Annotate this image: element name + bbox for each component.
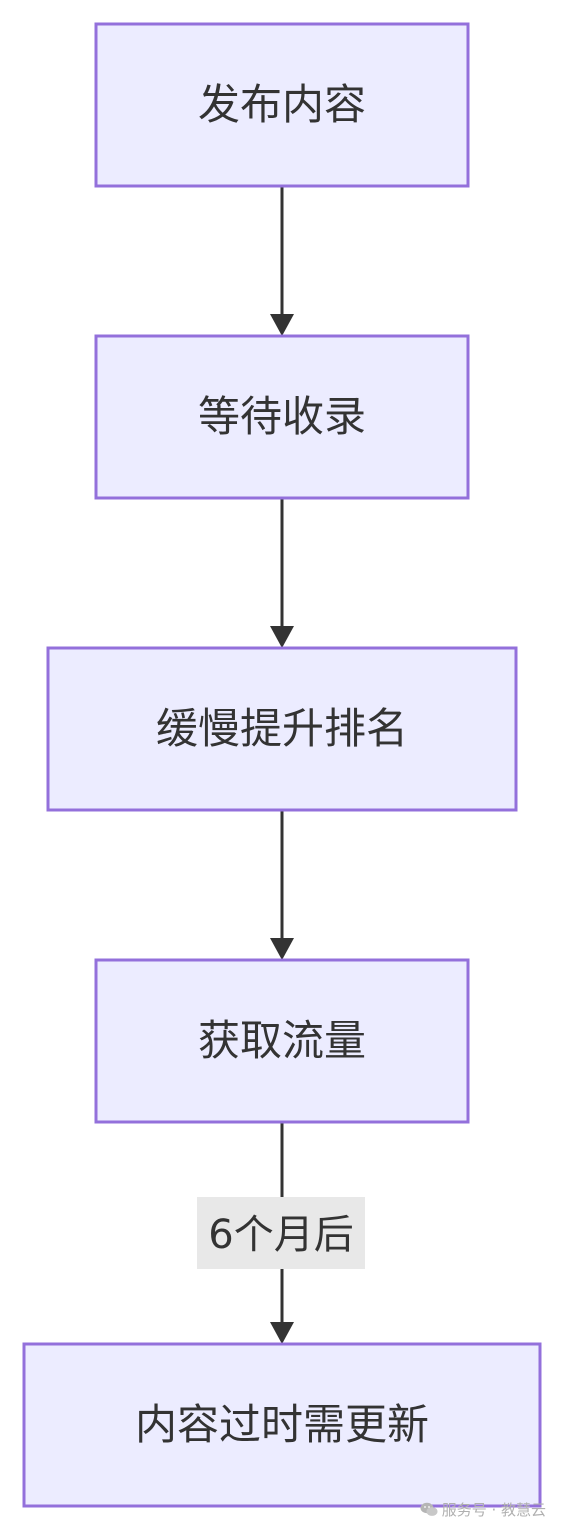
node-await-indexing: 等待收录 (94, 334, 470, 500)
arrow-head-icon (270, 626, 294, 648)
edge-publish-to-index (270, 187, 294, 336)
wechat-icon (420, 1502, 438, 1517)
node-get-traffic: 获取流量 (94, 958, 470, 1124)
node-label: 缓慢提升排名 (156, 704, 408, 753)
watermark: 服务号 · 教慧云 (420, 1499, 546, 1520)
node-label: 获取流量 (198, 1016, 366, 1065)
arrow-head-icon (270, 938, 294, 960)
node-label: 发布内容 (198, 80, 366, 129)
node-label: 内容过时需更新 (135, 1400, 429, 1449)
node-label: 等待收录 (198, 392, 366, 441)
edge-ranking-to-traffic (270, 811, 294, 960)
arrow-head-icon (270, 314, 294, 336)
node-publish-content: 发布内容 (94, 22, 470, 188)
arrow-head-icon (270, 1322, 294, 1344)
edge-traffic-to-outdated: 6个月后 (197, 1123, 365, 1344)
watermark-text: 服务号 · 教慧云 (441, 1501, 546, 1519)
edge-index-to-ranking (270, 499, 294, 648)
edge-label-background (197, 1197, 365, 1269)
node-slow-ranking: 缓慢提升排名 (46, 646, 518, 812)
node-content-outdated: 内容过时需更新 (22, 1342, 542, 1508)
edge-label: 6个月后 (208, 1212, 353, 1258)
